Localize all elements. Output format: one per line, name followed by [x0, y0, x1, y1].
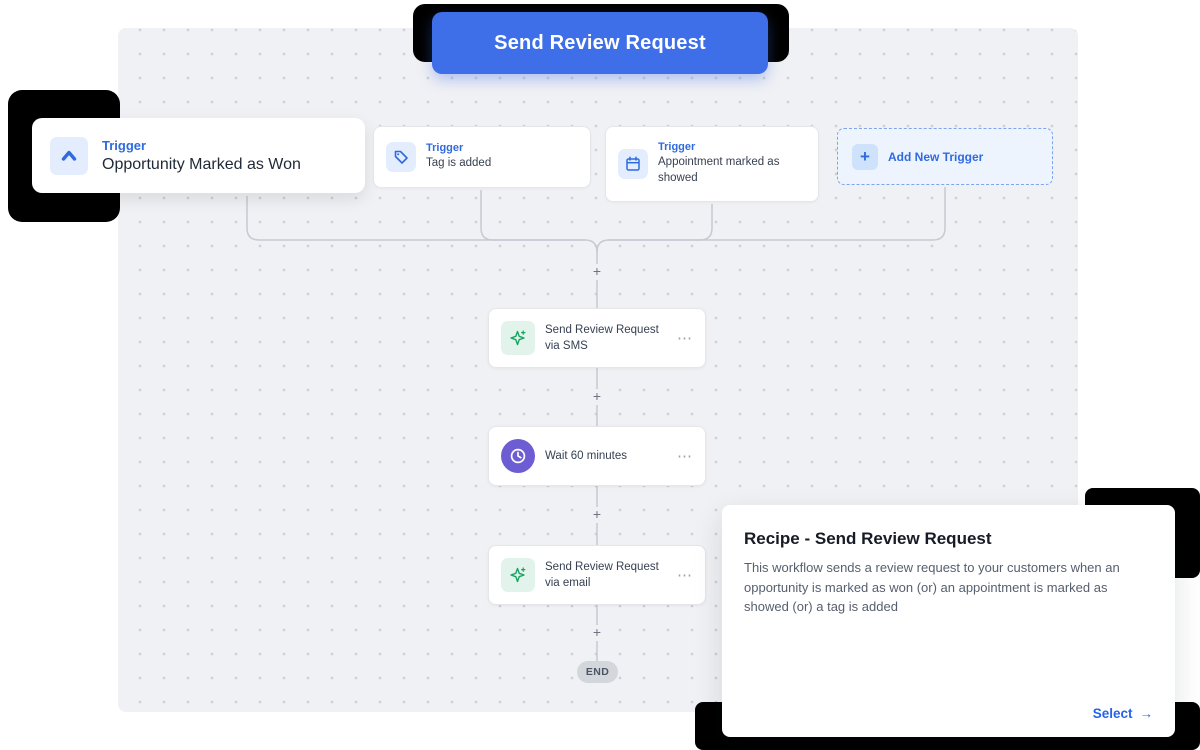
more-options-icon[interactable]: ⋯ — [677, 567, 693, 584]
action-name: Wait 60 minutes — [545, 449, 628, 462]
action-card-wait[interactable]: Wait 60 minutes ⋯ — [488, 426, 706, 486]
trigger-card-appointment-showed[interactable]: Trigger Appointment marked as showed — [605, 126, 819, 202]
add-step-plus-icon[interactable]: + — [589, 507, 605, 523]
more-options-icon[interactable]: ⋯ — [677, 448, 693, 465]
recipe-description: This workflow sends a review request to … — [744, 560, 1120, 614]
review-sparkle-icon — [501, 321, 535, 355]
trigger-name: Appointment marked as showed — [658, 156, 780, 184]
calendar-icon — [618, 149, 648, 179]
select-label: Select — [1092, 706, 1133, 721]
arrow-right-icon: → — [1139, 706, 1154, 721]
action-name: Send Review Request via SMS — [545, 323, 659, 352]
review-sparkle-icon — [501, 558, 535, 592]
trigger-text: Trigger Opportunity Marked as Won — [102, 138, 301, 174]
add-step-plus-icon[interactable]: + — [589, 264, 605, 280]
end-label: END — [585, 666, 610, 678]
more-options-icon[interactable]: ⋯ — [677, 330, 693, 347]
plus-glyph: + — [860, 146, 870, 166]
action-card-sms[interactable]: Send Review Request via SMS ⋯ — [488, 308, 706, 368]
trigger-card-tag-added[interactable]: Trigger Tag is added — [373, 126, 591, 188]
trigger-card-opportunity-won[interactable]: Trigger Opportunity Marked as Won — [32, 118, 365, 193]
add-new-trigger-button[interactable]: + Add New Trigger — [837, 128, 1053, 185]
add-step-plus-icon[interactable]: + — [589, 625, 605, 641]
recipe-info-panel: Recipe - Send Review Request This workfl… — [722, 505, 1175, 737]
action-name: Send Review Request via email — [545, 560, 659, 589]
trigger-text: Trigger Tag is added — [426, 142, 491, 172]
trigger-name: Opportunity Marked as Won — [102, 155, 301, 173]
plus-icon: + — [852, 143, 878, 170]
trigger-name: Tag is added — [426, 157, 492, 170]
clock-icon — [501, 439, 535, 473]
trigger-text: Trigger Appointment marked as showed — [658, 141, 806, 186]
workflow-title-label: Send Review Request — [494, 31, 706, 54]
trigger-label: Trigger — [426, 142, 464, 155]
add-step-plus-icon[interactable]: + — [589, 389, 605, 405]
tag-icon — [386, 142, 416, 172]
end-node: END — [577, 661, 618, 683]
recipe-title: Recipe - Send Review Request — [744, 529, 992, 548]
trigger-label: Trigger — [658, 141, 696, 154]
select-button[interactable]: Select → — [1093, 706, 1153, 721]
workflow-title-button[interactable]: Send Review Request — [432, 12, 768, 74]
action-card-email[interactable]: Send Review Request via email ⋯ — [488, 545, 706, 605]
add-trigger-label: Add New Trigger — [888, 149, 984, 164]
chevron-up-icon — [50, 136, 88, 175]
trigger-label: Trigger — [102, 137, 147, 153]
